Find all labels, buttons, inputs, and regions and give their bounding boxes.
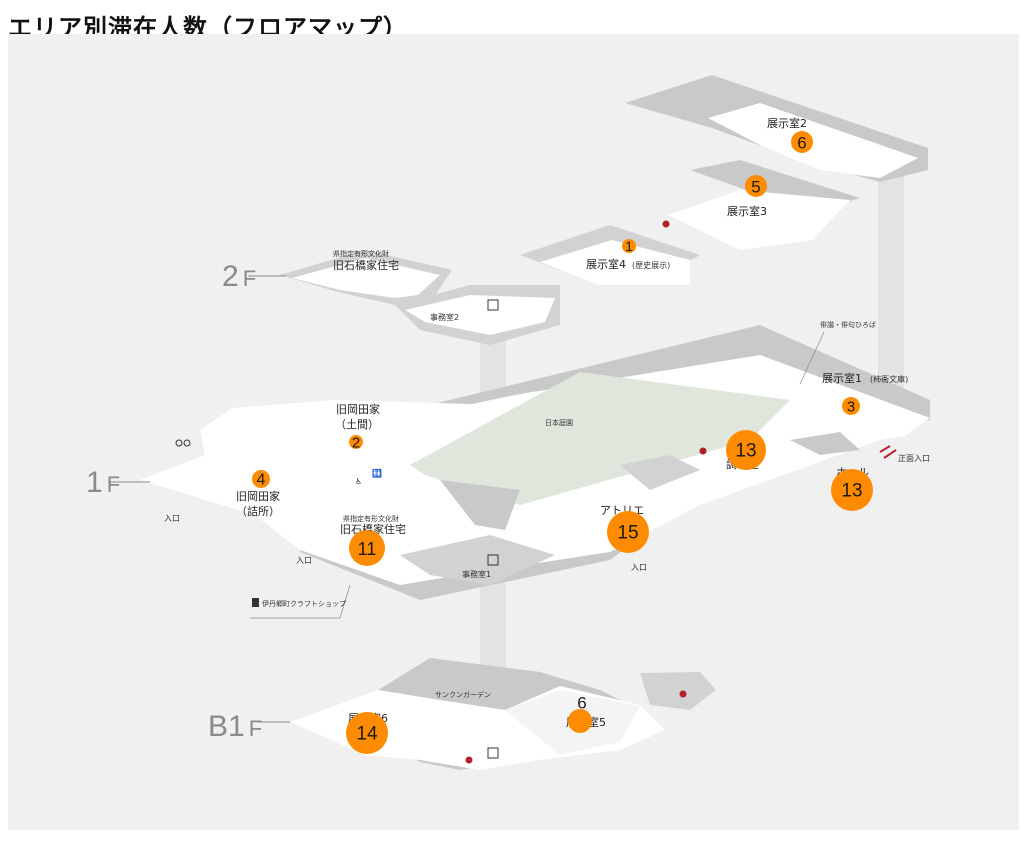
- count-tenji6: 14: [356, 724, 378, 745]
- room-label-ishibashi-2f: 旧石橋家住宅: [333, 258, 399, 272]
- entrance-label-main: 正面入口: [898, 454, 930, 463]
- count-atelier: 15: [617, 523, 638, 544]
- count-tenji4: 1: [625, 238, 633, 254]
- marker-okada-tsume[interactable]: [252, 470, 270, 488]
- marker-ishibashi-1f[interactable]: [349, 530, 385, 566]
- room-label-tenji1: 展示室1: [822, 371, 862, 385]
- bicycle-icon: [175, 439, 191, 447]
- room-label-okada-tsume-2: （詰所）: [236, 504, 280, 518]
- entrance-arrow-icon: [879, 445, 897, 459]
- marker-tenji1[interactable]: [842, 397, 860, 415]
- count-okada-doma: 2: [352, 435, 360, 452]
- count-hall: 13: [841, 481, 862, 502]
- wheelchair-icon: ♿: [355, 477, 362, 486]
- elevator-icon: [487, 554, 499, 566]
- room-label-tenji4-sub: (歴史展示): [632, 260, 670, 270]
- room-label-tenji1-sub: (柿衞文庫): [870, 374, 908, 384]
- count-tenji1: 3: [847, 399, 855, 416]
- room-label-okada-doma-1: 旧岡田家: [336, 402, 380, 416]
- room-label-tenji3: 展示室3: [727, 204, 767, 218]
- room-label-ishibashi-1f-small: 県指定有形文化財: [343, 514, 399, 523]
- marker-okada-doma[interactable]: [349, 435, 363, 449]
- count-okada-tsume: 4: [257, 472, 266, 489]
- restroom-icon: 🚻: [372, 468, 382, 478]
- count-chowa: 13: [735, 441, 756, 462]
- elevator-icon-b1f: [487, 747, 499, 759]
- marker-chowa[interactable]: [726, 430, 766, 470]
- marker-tenji4[interactable]: [622, 239, 636, 253]
- no-entry-icon: [465, 220, 707, 764]
- elevator-shaft-right: [878, 170, 904, 415]
- marker-tenji2[interactable]: [791, 131, 813, 153]
- room-label-shop: 伊丹郷町クラフトショップ: [262, 599, 346, 608]
- room-label-tenji2: 展示室2: [767, 116, 807, 130]
- room-label-okada-tsume-1: 旧岡田家: [236, 489, 280, 503]
- room-label-jimu2: 事務室2: [430, 312, 459, 322]
- room-label-garden: 日本庭園: [545, 418, 573, 427]
- floor-b1f: B1F サンクンガーデン 展示室6 展示室5: [208, 658, 716, 770]
- room-label-haikai: 俳諧・俳句ひろば: [820, 320, 876, 329]
- count-tenji3: 5: [751, 178, 760, 197]
- marker-atelier[interactable]: [607, 511, 649, 553]
- svg-text:♿: ♿: [355, 477, 362, 486]
- garden-area: [410, 372, 790, 505]
- room-label-jimu1: 事務室1: [462, 569, 491, 579]
- entrance-label-south: 入口: [296, 556, 312, 565]
- count-tenji2: 6: [797, 134, 806, 153]
- marker-tenji5[interactable]: [568, 709, 592, 733]
- marker-tenji6[interactable]: [346, 712, 388, 754]
- marker-hall[interactable]: [831, 469, 873, 511]
- room-label-ishibashi-2f-small: 県指定有形文化財: [333, 249, 389, 258]
- count-tenji5: 6: [577, 694, 586, 713]
- count-ishibashi-1f: 11: [358, 539, 377, 559]
- elevator-icon-2f: [487, 299, 499, 311]
- room-label-okada-doma-2: （土間）: [335, 418, 379, 431]
- marker-tenji3[interactable]: [745, 175, 767, 197]
- room-label-sunken: サンクンガーデン: [435, 690, 491, 699]
- entrance-label-west: 入口: [164, 514, 180, 523]
- room-label-ishibashi-1f: 旧石橋家住宅: [340, 522, 406, 536]
- svg-text:🚻: 🚻: [372, 468, 382, 478]
- entrance-label-atelier: 入口: [631, 563, 647, 572]
- shop-bag-icon: [252, 598, 259, 607]
- room-label-tenji4: 展示室4: [586, 257, 626, 271]
